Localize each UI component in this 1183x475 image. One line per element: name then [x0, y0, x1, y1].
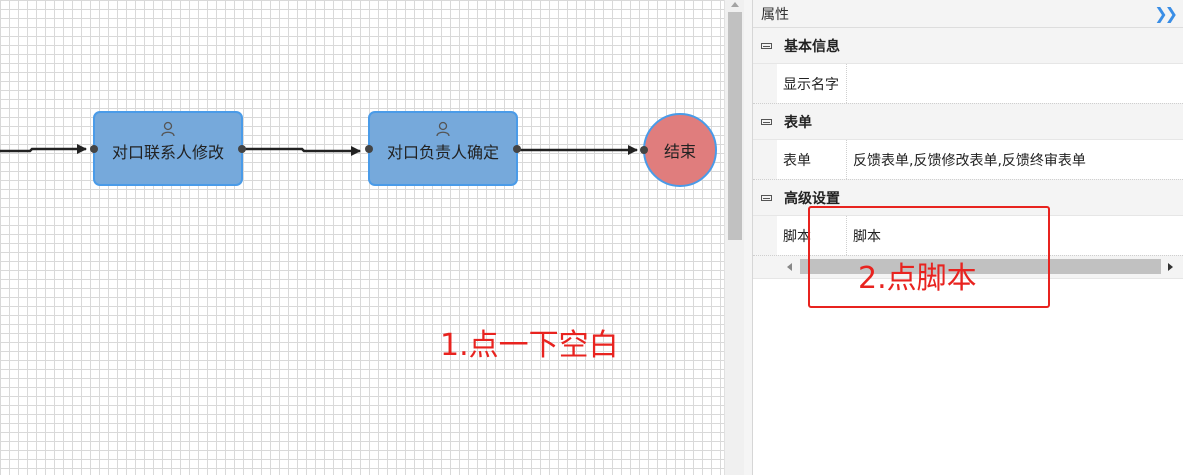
user-icon: [436, 121, 450, 137]
task-node-owner-confirm[interactable]: 对口负责人确定: [365, 111, 521, 186]
annotation-click-script: 2.点脚本: [858, 261, 977, 296]
panel-header: 属性 ❯❯: [753, 0, 1183, 28]
group-label: 高级设置: [784, 190, 840, 207]
scroll-left-icon[interactable]: [787, 263, 792, 271]
edges-layer: [0, 144, 638, 156]
input-port[interactable]: [90, 144, 98, 153]
collapse-group-icon[interactable]: [761, 118, 772, 125]
panel-title: 属性: [761, 6, 789, 23]
input-port[interactable]: [640, 146, 648, 154]
canvas-vertical-scrollbar[interactable]: [724, 0, 745, 475]
prop-name: 显示名字: [777, 64, 847, 103]
properties-panel: 属性 ❯❯ 基本信息 显示名字 表单 表单 反馈表单,反馈修改表单,反馈终审表单…: [753, 0, 1183, 475]
form-field[interactable]: 反馈表单,反馈修改表单,反馈终审表单: [847, 140, 1183, 179]
end-node[interactable]: 结束: [640, 113, 717, 187]
group-advanced-settings[interactable]: 高级设置: [753, 180, 1183, 216]
input-port[interactable]: [365, 144, 373, 153]
grid-horizontal-scrollbar[interactable]: [753, 256, 1183, 279]
annotation-highlight-box: [808, 206, 1050, 308]
scroll-up-icon[interactable]: [731, 2, 739, 7]
end-node-label: 结束: [663, 142, 696, 161]
prop-row-display-name[interactable]: 显示名字: [753, 64, 1183, 104]
scrollbar-thumb[interactable]: [728, 12, 742, 240]
property-grid: 基本信息 显示名字 表单 表单 反馈表单,反馈修改表单,反馈终审表单 高级设置 …: [753, 28, 1183, 279]
user-icon: [161, 121, 175, 137]
double-chevron-right-icon[interactable]: ❯❯: [1154, 4, 1178, 23]
script-field[interactable]: 脚本: [847, 216, 1183, 255]
edge-start-to-contact-edit: [0, 144, 87, 154]
annotation-click-blank: 1.点一下空白: [440, 328, 619, 363]
group-form[interactable]: 表单: [753, 104, 1183, 140]
group-label: 基本信息: [784, 38, 840, 55]
prop-name: 脚本: [777, 216, 847, 255]
prop-row-form[interactable]: 表单 反馈表单,反馈修改表单,反馈终审表单: [753, 140, 1183, 180]
task-label: 对口负责人确定: [386, 142, 499, 162]
collapse-group-icon[interactable]: [761, 194, 772, 201]
edge-contact-edit-to-owner-confirm: [244, 146, 361, 156]
group-basic-info[interactable]: 基本信息: [753, 28, 1183, 64]
prop-row-script[interactable]: 脚本 脚本: [753, 216, 1183, 256]
scroll-right-icon[interactable]: [1168, 263, 1173, 271]
group-label: 表单: [784, 114, 812, 131]
display-name-field[interactable]: [847, 64, 1183, 103]
prop-name: 表单: [777, 140, 847, 179]
task-label: 对口联系人修改: [111, 142, 224, 162]
scrollbar-thumb[interactable]: [800, 259, 1161, 274]
workflow-canvas[interactable]: 对口联系人修改 对口负责人确定 结束 1.点一下空白: [0, 0, 724, 475]
panel-splitter[interactable]: [744, 0, 753, 475]
output-port[interactable]: [513, 144, 521, 153]
collapse-group-icon[interactable]: [761, 42, 772, 49]
output-port[interactable]: [238, 144, 246, 153]
task-node-contact-edit[interactable]: 对口联系人修改: [90, 111, 246, 186]
